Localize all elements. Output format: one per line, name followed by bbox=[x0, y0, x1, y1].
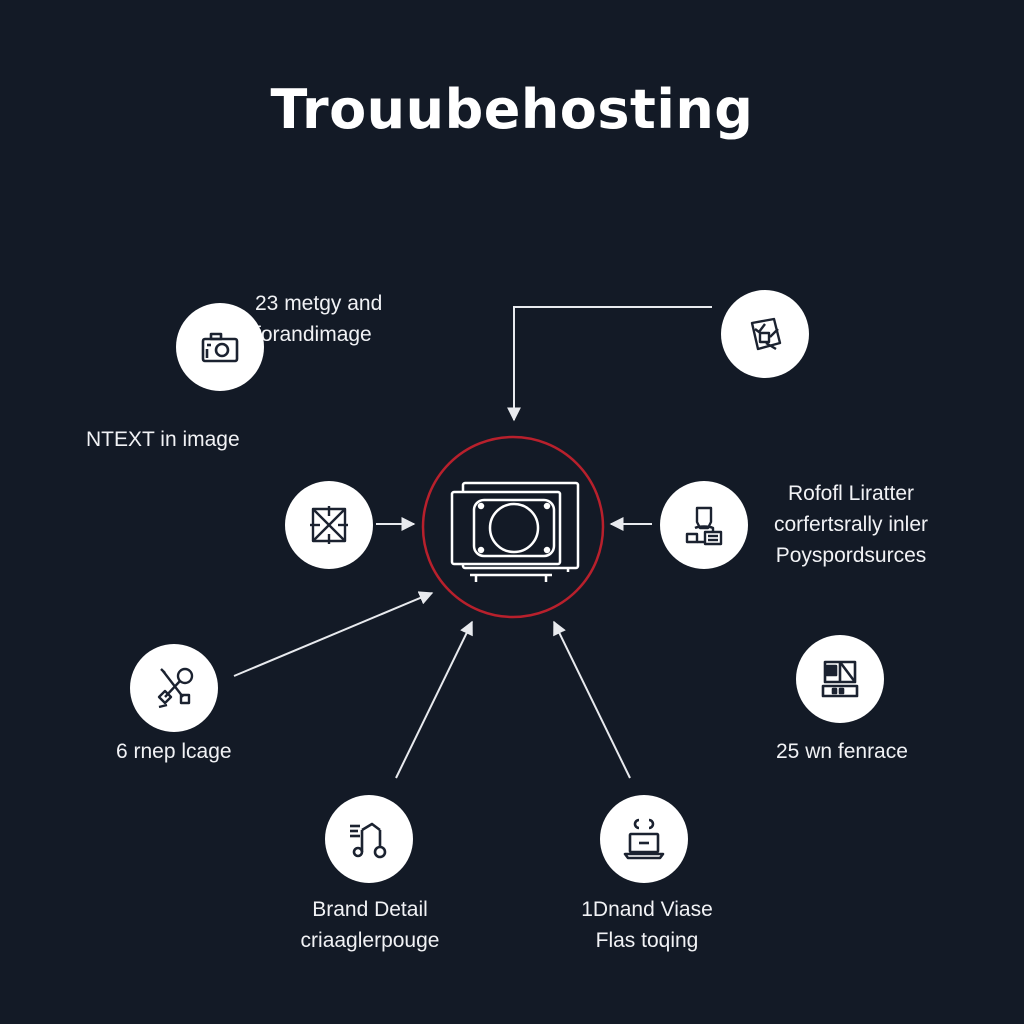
panel-icon bbox=[821, 660, 859, 698]
music-icon bbox=[350, 822, 387, 859]
node-camera[interactable] bbox=[176, 303, 264, 391]
person-card-icon bbox=[685, 506, 723, 546]
laptop-icon bbox=[623, 818, 665, 860]
label-bottom-left-line-1: Brand Detail bbox=[312, 898, 428, 921]
crosshair-icon bbox=[310, 506, 348, 544]
label-right-line-1: Rofofl Liratter bbox=[787, 482, 915, 505]
node-music[interactable] bbox=[325, 795, 413, 883]
node-person-card[interactable] bbox=[660, 481, 748, 569]
monitor-icon bbox=[450, 481, 580, 582]
label-lower-left: 6 rnep lcage bbox=[116, 740, 232, 763]
node-checklist[interactable] bbox=[721, 290, 809, 378]
connector-lower-left bbox=[233, 591, 434, 677]
node-tools[interactable] bbox=[130, 644, 218, 732]
label-bottom-left: Brand Detail criaaglerpouge bbox=[290, 894, 450, 956]
label-top-left-line-1: 23 metgy and bbox=[255, 292, 383, 315]
label-bottom-left-line-2: criaaglerpouge bbox=[300, 929, 440, 952]
connector-bottom-right bbox=[553, 620, 631, 779]
label-bottom-right: 1Dnand Viase Flas toqing bbox=[572, 894, 722, 956]
label-right: Rofofl Liratter corfertsrally inler Poys… bbox=[766, 478, 936, 571]
label-top-left: 23 metgy and forandimage bbox=[255, 288, 382, 350]
label-right-line-3: Poyspordsurces bbox=[775, 544, 927, 567]
checklist-icon bbox=[750, 317, 782, 351]
camera-icon bbox=[201, 332, 239, 363]
label-lower-right: 25 wn fenrace bbox=[776, 740, 908, 763]
label-right-line-2: corfertsrally inler bbox=[773, 513, 929, 536]
page-title: Trouubehosting bbox=[270, 78, 754, 141]
connector-top bbox=[507, 306, 712, 422]
label-left: NTEXT in image bbox=[86, 428, 240, 451]
node-laptop[interactable] bbox=[600, 795, 688, 883]
label-bottom-right-line-1: 1Dnand Viase bbox=[581, 898, 713, 921]
label-top-left-line-2: forandimage bbox=[255, 323, 372, 346]
tools-icon bbox=[157, 667, 194, 709]
node-crosshair[interactable] bbox=[285, 481, 373, 569]
node-panel[interactable] bbox=[796, 635, 884, 723]
label-bottom-right-line-2: Flas toqing bbox=[595, 929, 699, 952]
connector-bottom-left bbox=[395, 620, 473, 779]
